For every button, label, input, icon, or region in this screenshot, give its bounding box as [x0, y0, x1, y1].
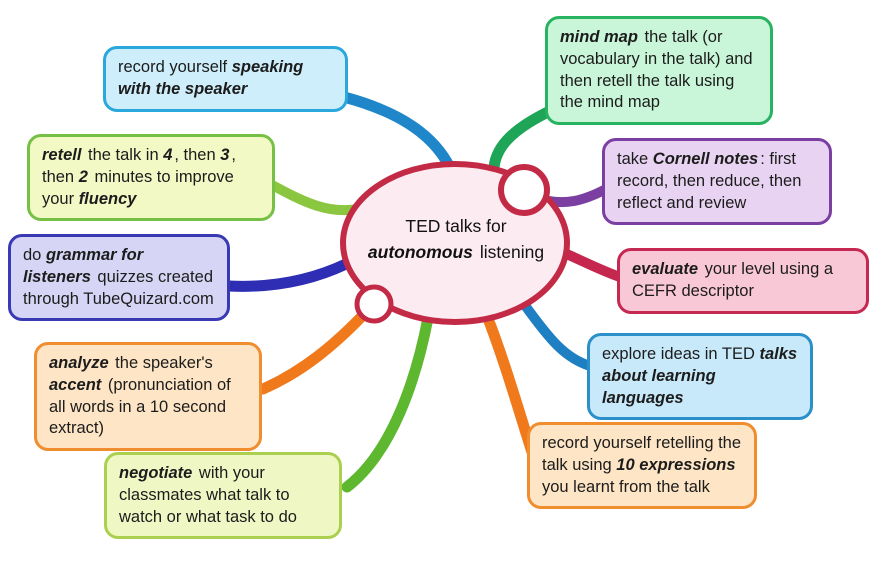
branch-analyze	[257, 304, 374, 395]
top-right-connector-dot	[498, 164, 550, 216]
node-record-speaking[interactable]: record yourself speaking with the speake…	[103, 46, 348, 112]
branch-evaluate	[555, 246, 625, 282]
node-negotiate[interactable]: negotiate with your classmates what talk…	[104, 452, 342, 540]
branch-record-retelling	[481, 310, 538, 458]
node-evaluate[interactable]: evaluate your level using a CEFR descrip…	[617, 248, 869, 314]
node-grammar[interactable]: do grammar for listeners quizzes created…	[8, 234, 230, 322]
node-cornell-notes[interactable]: take Cornell notes: first record, then r…	[602, 138, 832, 226]
node-mind-map[interactable]: mind map the talk (or vocabulary in the …	[545, 16, 773, 126]
center-topic-label: TED talks for autonomous listening	[347, 213, 565, 266]
node-analyze[interactable]: analyze the speaker's accent (pronunciat…	[34, 342, 262, 452]
center-topic-line1: TED talks for	[405, 216, 507, 236]
branch-grammar	[223, 258, 352, 292]
node-record-retelling[interactable]: record yourself retelling the talk using…	[527, 422, 757, 510]
branch-retell	[269, 181, 367, 216]
branch-negotiate	[341, 312, 434, 493]
branch-explore	[519, 299, 595, 371]
node-explore[interactable]: explore ideas in TED talks about learnin…	[587, 333, 813, 421]
bottom-left-connector-dot	[354, 284, 394, 324]
center-topic-line2: autonomous listening	[367, 242, 545, 263]
node-retell[interactable]: retell the talk in 4, then 3, then 2 min…	[27, 134, 275, 222]
